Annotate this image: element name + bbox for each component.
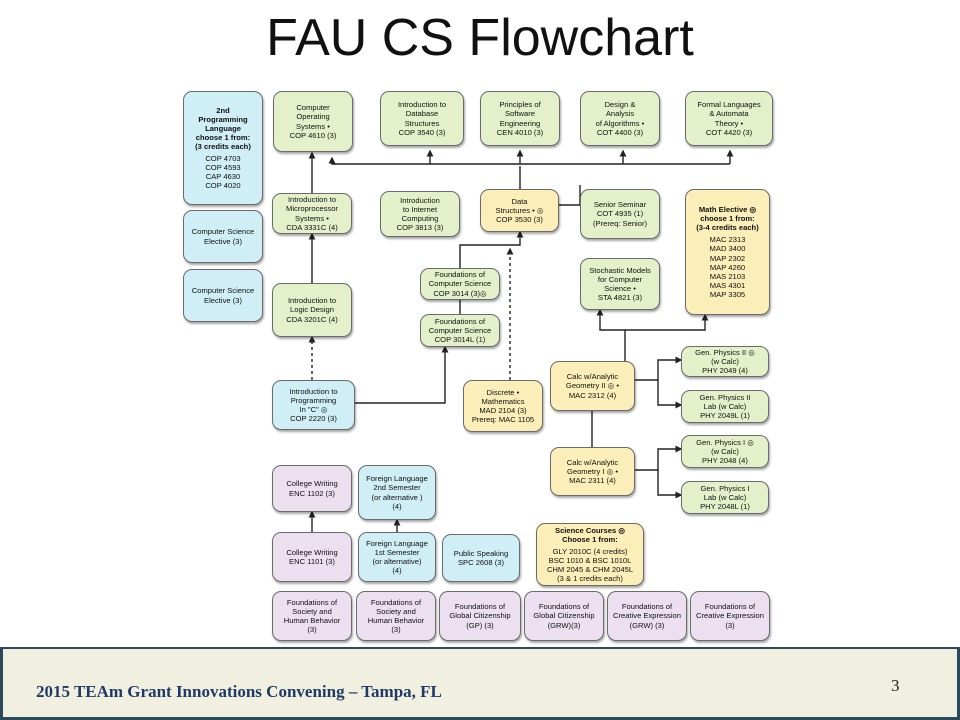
list-item: MAP 4260 bbox=[709, 262, 746, 272]
list-item: CAP 4630 bbox=[205, 172, 241, 182]
list-item: CHM 2045 & CHM 2045L bbox=[546, 565, 634, 575]
math-elective-heading: Math Elective ◎ choose 1 from: (3-4 cred… bbox=[696, 204, 759, 233]
calc-1-label: Calc w/Analytic Geometry I ◎ • MAC 2311 … bbox=[566, 457, 619, 486]
senior-seminar-label: Senior Seminar COT 4935 (1) (Prereq: Sen… bbox=[592, 200, 648, 228]
list-item: MAP 3305 bbox=[709, 289, 746, 299]
slide-footer: 2015 TEAm Grant Innovations Convening – … bbox=[0, 647, 960, 720]
formal-languages-box: Formal Languages & Automata Theory • COT… bbox=[685, 91, 773, 146]
list-item: MAP 2302 bbox=[709, 253, 746, 263]
foundations-global-gp-box: Foundations of Global Citizenship (GP) (… bbox=[439, 591, 521, 641]
foundations-cs-box: Foundations of Computer Science COP 3014… bbox=[420, 268, 500, 300]
footer-text: 2015 TEAm Grant Innovations Convening – … bbox=[36, 682, 442, 701]
logic-design-label: Introduction to Logic Design CDA 3201C (… bbox=[286, 296, 338, 324]
foundations-society-label-2: Foundations of Society and Human Behavio… bbox=[367, 597, 425, 635]
college-writing-2-label: College Writing ENC 1102 (3) bbox=[286, 479, 338, 498]
calc-2-box: Calc w/Analytic Geometry II ◎ • MAC 2312… bbox=[550, 361, 635, 411]
data-structures-box: Data Structures • ◎ COP 3530 (3) bbox=[480, 189, 559, 232]
list-item: GLY 2010C (4 credits) bbox=[552, 546, 628, 556]
logic-design-box: Introduction to Logic Design CDA 3201C (… bbox=[272, 283, 352, 337]
foreign-language-1-label: Foreign Language 1st Semester (or altern… bbox=[366, 538, 428, 576]
foundations-creative-grw-box: Foundations of Creative Expression (GRW)… bbox=[607, 591, 687, 641]
science-courses-heading: Science Courses ◎ Choose 1 from: bbox=[555, 525, 625, 544]
algorithms-label: Design & Analysis of Algorithms • COT 44… bbox=[595, 100, 645, 137]
physics-1-lab-label: Gen. Physics I Lab (w Calc) PHY 2048L (1… bbox=[700, 483, 750, 512]
list-item: MAS 2103 bbox=[709, 271, 746, 281]
foreign-language-2-box: Foreign Language 2nd Semester (or altern… bbox=[358, 465, 436, 520]
algorithms-box: Design & Analysis of Algorithms • COT 44… bbox=[580, 91, 660, 146]
foundations-cs-lab-label: Foundations of Computer Science COP 3014… bbox=[428, 316, 492, 345]
formal-languages-label: Formal Languages & Automata Theory • COT… bbox=[697, 100, 761, 137]
stochastic-models-label: Stochastic Models for Computer Science •… bbox=[589, 265, 651, 303]
physics-1-box: Gen. Physics I ◎ (w Calc) PHY 2048 (4) bbox=[681, 435, 769, 468]
foundations-creative-box: Foundations of Creative Expression (3) bbox=[690, 591, 770, 641]
public-speaking-box: Public Speaking SPC 2608 (3) bbox=[442, 534, 520, 582]
science-courses-box: Science Courses ◎ Choose 1 from: GLY 201… bbox=[536, 523, 644, 586]
foundations-creative-label: Foundations of Creative Expression (3) bbox=[696, 602, 764, 630]
microprocessor-label: Introduction to Microprocessor Systems •… bbox=[286, 195, 338, 232]
physics-2-lab-box: Gen. Physics II Lab (w Calc) PHY 2049L (… bbox=[681, 390, 769, 423]
list-item: (3 & 1 credits each) bbox=[557, 574, 623, 584]
list-item: MAS 4301 bbox=[709, 280, 746, 290]
cs-elective-box-1: Computer Science Elective (3) bbox=[183, 210, 263, 263]
programming-c-label: Introduction to Programming In "C" ◎ COP… bbox=[289, 386, 338, 424]
public-speaking-label: Public Speaking SPC 2608 (3) bbox=[453, 548, 509, 567]
internet-computing-box: Introduction to Internet Computing COP 3… bbox=[380, 191, 460, 237]
page-number: 3 bbox=[891, 676, 900, 695]
foundations-society-box-1: Foundations of Society and Human Behavio… bbox=[272, 591, 352, 641]
cs-flowchart: 2nd Programming Language choose 1 from: … bbox=[180, 85, 780, 645]
foundations-global-grw-label: Foundations of Global Citizenship (GRW)(… bbox=[533, 602, 595, 630]
foreign-language-2-label: Foreign Language 2nd Semester (or altern… bbox=[366, 474, 428, 511]
discrete-math-box: Discrete • Mathematics MAD 2104 (3) Prer… bbox=[463, 380, 543, 432]
college-writing-2-box: College Writing ENC 1102 (3) bbox=[272, 465, 352, 512]
second-language-box: 2nd Programming Language choose 1 from: … bbox=[183, 91, 263, 205]
foundations-global-grw-box: Foundations of Global Citizenship (GRW)(… bbox=[524, 591, 604, 641]
foundations-society-label-1: Foundations of Society and Human Behavio… bbox=[283, 597, 341, 635]
foundations-cs-lab-box: Foundations of Computer Science COP 3014… bbox=[420, 314, 500, 347]
programming-c-box: Introduction to Programming In "C" ◎ COP… bbox=[272, 380, 355, 430]
internet-computing-label: Introduction to Internet Computing COP 3… bbox=[396, 195, 444, 233]
senior-seminar-box: Senior Seminar COT 4935 (1) (Prereq: Sen… bbox=[580, 189, 660, 239]
list-item: COP 4703 bbox=[205, 154, 241, 164]
slide-title: FAU CS Flowchart bbox=[266, 9, 694, 67]
database-label: Introduction to Database Structures COP … bbox=[397, 100, 447, 137]
software-engineering-box: Principles of Software Engineering CEN 4… bbox=[480, 91, 560, 146]
calc-1-box: Calc w/Analytic Geometry I ◎ • MAC 2311 … bbox=[550, 447, 635, 496]
list-item: MAC 2313 bbox=[709, 235, 746, 245]
software-engineering-label: Principles of Software Engineering CEN 4… bbox=[496, 100, 544, 137]
second-language-heading: 2nd Programming Language choose 1 from: … bbox=[195, 105, 251, 151]
operating-systems-label: Computer Operating Systems • COP 4610 (3… bbox=[289, 103, 337, 140]
foundations-creative-grw-label: Foundations of Creative Expression (GRW)… bbox=[613, 602, 681, 630]
physics-2-label: Gen. Physics II ◎ (w Calc) PHY 2049 (4) bbox=[695, 347, 755, 376]
calc-2-label: Calc w/Analytic Geometry II ◎ • MAC 2312… bbox=[565, 372, 620, 400]
math-elective-box: Math Elective ◎ choose 1 from: (3-4 cred… bbox=[685, 189, 770, 315]
physics-1-lab-box: Gen. Physics I Lab (w Calc) PHY 2048L (1… bbox=[681, 481, 769, 514]
cs-elective-box-2: Computer Science Elective (3) bbox=[183, 269, 263, 322]
list-item: MAD 3400 bbox=[709, 244, 746, 254]
list-item: BSC 1010 & BSC 1010L bbox=[548, 556, 632, 565]
college-writing-1-label: College Writing ENC 1101 (3) bbox=[286, 547, 338, 566]
cs-elective-label-2: Computer Science Elective (3) bbox=[191, 286, 255, 305]
discrete-math-label: Discrete • Mathematics MAD 2104 (3) Prer… bbox=[471, 387, 535, 425]
college-writing-1-box: College Writing ENC 1101 (3) bbox=[272, 532, 352, 582]
stochastic-models-box: Stochastic Models for Computer Science •… bbox=[580, 258, 660, 310]
cs-elective-label-1: Computer Science Elective (3) bbox=[191, 227, 255, 246]
microprocessor-box: Introduction to Microprocessor Systems •… bbox=[272, 193, 352, 234]
data-structures-label: Data Structures • ◎ COP 3530 (3) bbox=[495, 196, 544, 225]
physics-2-lab-label: Gen. Physics II Lab (w Calc) PHY 2049L (… bbox=[699, 392, 751, 421]
physics-2-box: Gen. Physics II ◎ (w Calc) PHY 2049 (4) bbox=[681, 346, 769, 377]
list-item: COP 4020 bbox=[205, 181, 241, 191]
operating-systems-box: Computer Operating Systems • COP 4610 (3… bbox=[273, 91, 353, 152]
list-item: COP 4593 bbox=[205, 163, 241, 173]
database-box: Introduction to Database Structures COP … bbox=[380, 91, 464, 146]
foundations-cs-label: Foundations of Computer Science COP 3014… bbox=[428, 270, 492, 298]
foreign-language-1-box: Foreign Language 1st Semester (or altern… bbox=[358, 532, 436, 582]
foundations-society-box-2: Foundations of Society and Human Behavio… bbox=[356, 591, 436, 641]
foundations-global-gp-label: Foundations of Global Citizenship (GP) (… bbox=[449, 602, 511, 630]
physics-1-label: Gen. Physics I ◎ (w Calc) PHY 2048 (4) bbox=[696, 437, 754, 466]
